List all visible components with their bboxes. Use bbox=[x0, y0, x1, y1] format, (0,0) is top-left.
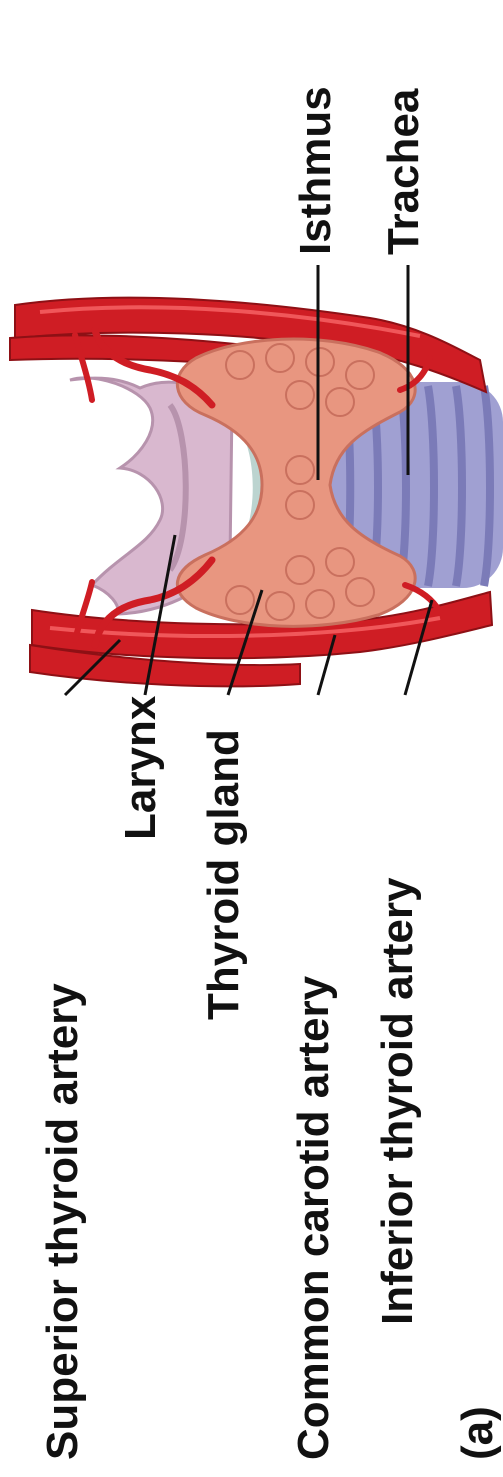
label-isthmus: Isthmus bbox=[291, 86, 340, 255]
inferior-thyroid-artery-lower bbox=[405, 585, 440, 612]
label-trachea: Trachea bbox=[379, 88, 428, 255]
label-superior-thyroid-artery: Superior thyroid artery bbox=[38, 983, 87, 1460]
label-larynx: Larynx bbox=[116, 695, 165, 840]
label-common-carotid-artery: Common carotid artery bbox=[289, 975, 338, 1460]
label-inferior-thyroid-artery: Inferior thyroid artery bbox=[373, 877, 422, 1325]
illustration bbox=[10, 298, 503, 687]
label-thyroid-gland: Thyroid gland bbox=[199, 729, 248, 1020]
label-panel: (a) bbox=[453, 1406, 502, 1460]
labels: Superior thyroid artery Larynx Thyroid g… bbox=[38, 86, 502, 1460]
